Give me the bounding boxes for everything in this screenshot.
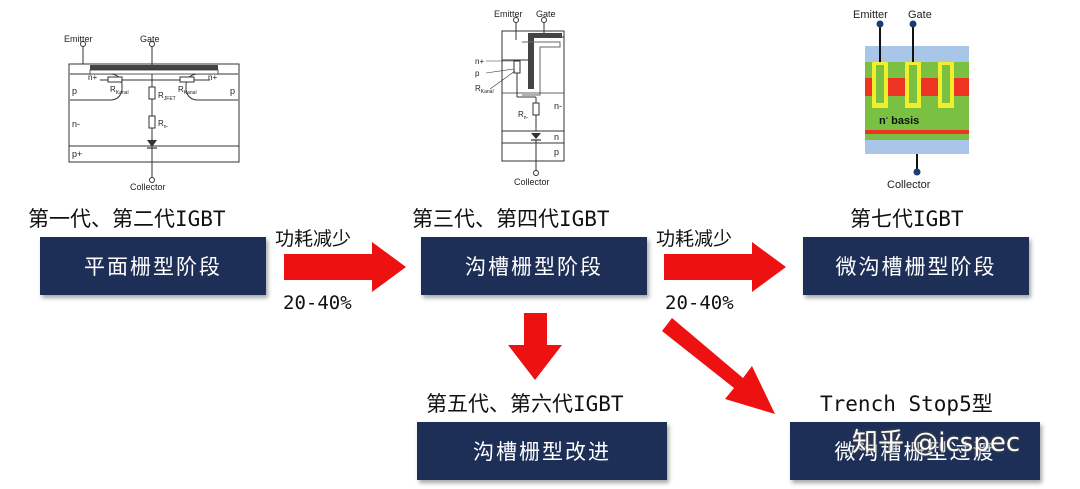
arrow2-label: 功耗减少 (656, 228, 733, 250)
micro-trench-gate-stage-box: 微沟槽栅型阶段 (803, 237, 1029, 295)
planar-nplus-left-label: n+ (88, 73, 97, 82)
planar-pplus-label: p+ (72, 149, 82, 159)
planar-emitter-label: Emitter (64, 34, 93, 44)
planar-igbt-diagram: Emitter Gate Collector n+ n+ p p n- p+ R… (64, 34, 240, 192)
trench-p-bottom-label: p (554, 147, 559, 157)
arrow1-percent: 20-40% (283, 292, 352, 314)
micro-emitter-label: Emitter (853, 9, 888, 21)
arrow-trench-to-transition (662, 318, 775, 414)
planar-rkanal-left-label: RKanal (110, 85, 129, 96)
planar-rkanal-right-label: RKanal (178, 85, 197, 96)
trench-igbt-diagram: Emitter Gate Collector n+ p RKanal n- Rn… (475, 9, 565, 187)
micro-basis-label: n- basis (879, 115, 919, 127)
trench-stop5-label: Trench Stop5型 (820, 392, 993, 416)
trench-emitter-label: Emitter (494, 9, 523, 19)
trench-rn-label: Rn- (518, 110, 529, 121)
zhihu-watermark: 知乎 @icspec (852, 428, 1021, 458)
trench-gate-stage-box: 沟槽栅型阶段 (421, 237, 647, 295)
arrow-planar-to-trench (284, 242, 406, 292)
arrow1-label: 功耗减少 (275, 228, 352, 250)
planar-rn-label: Rn- (158, 119, 169, 130)
micro-collector-label: Collector (887, 179, 931, 191)
arrow-trench-down (508, 313, 562, 380)
gen12-label: 第一代、第二代IGBT (28, 207, 226, 231)
trench-collector-label: Collector (514, 177, 550, 187)
gen34-label: 第三代、第四代IGBT (412, 207, 610, 231)
planar-collector-label: Collector (130, 182, 166, 192)
micro-trench-diagram: Emitter Gate Collector n- basis (853, 9, 969, 191)
planar-p-right-label: p (230, 86, 235, 96)
planar-p-left-label: p (72, 86, 77, 96)
gen7-label: 第七代IGBT (850, 207, 964, 231)
trench-n-label: n (554, 132, 559, 142)
arrow-trench-to-micro (664, 242, 786, 292)
trench-gate-improved-stage-box: 沟槽栅型改进 (417, 422, 667, 480)
trench-p-label: p (475, 69, 480, 78)
planar-gate-stage-box: 平面栅型阶段 (40, 237, 266, 295)
planar-nminus-label: n- (72, 119, 80, 129)
arrow2-percent: 20-40% (665, 292, 734, 314)
trench-nplus-label: n+ (475, 57, 484, 66)
trench-rkanal-label: RKanal (475, 84, 494, 95)
trench-nminus-label: n- (554, 101, 562, 111)
trench-gate-label: Gate (536, 9, 556, 19)
gen56-label: 第五代、第六代IGBT (426, 392, 624, 416)
micro-trench-transition-stage-box: 微沟槽栅型过渡 (790, 422, 1040, 480)
planar-gate-label: Gate (140, 34, 160, 44)
planar-nplus-right-label: n+ (208, 73, 217, 82)
planar-rjfet-label: RJFET (158, 91, 176, 102)
micro-gate-label: Gate (908, 9, 932, 21)
